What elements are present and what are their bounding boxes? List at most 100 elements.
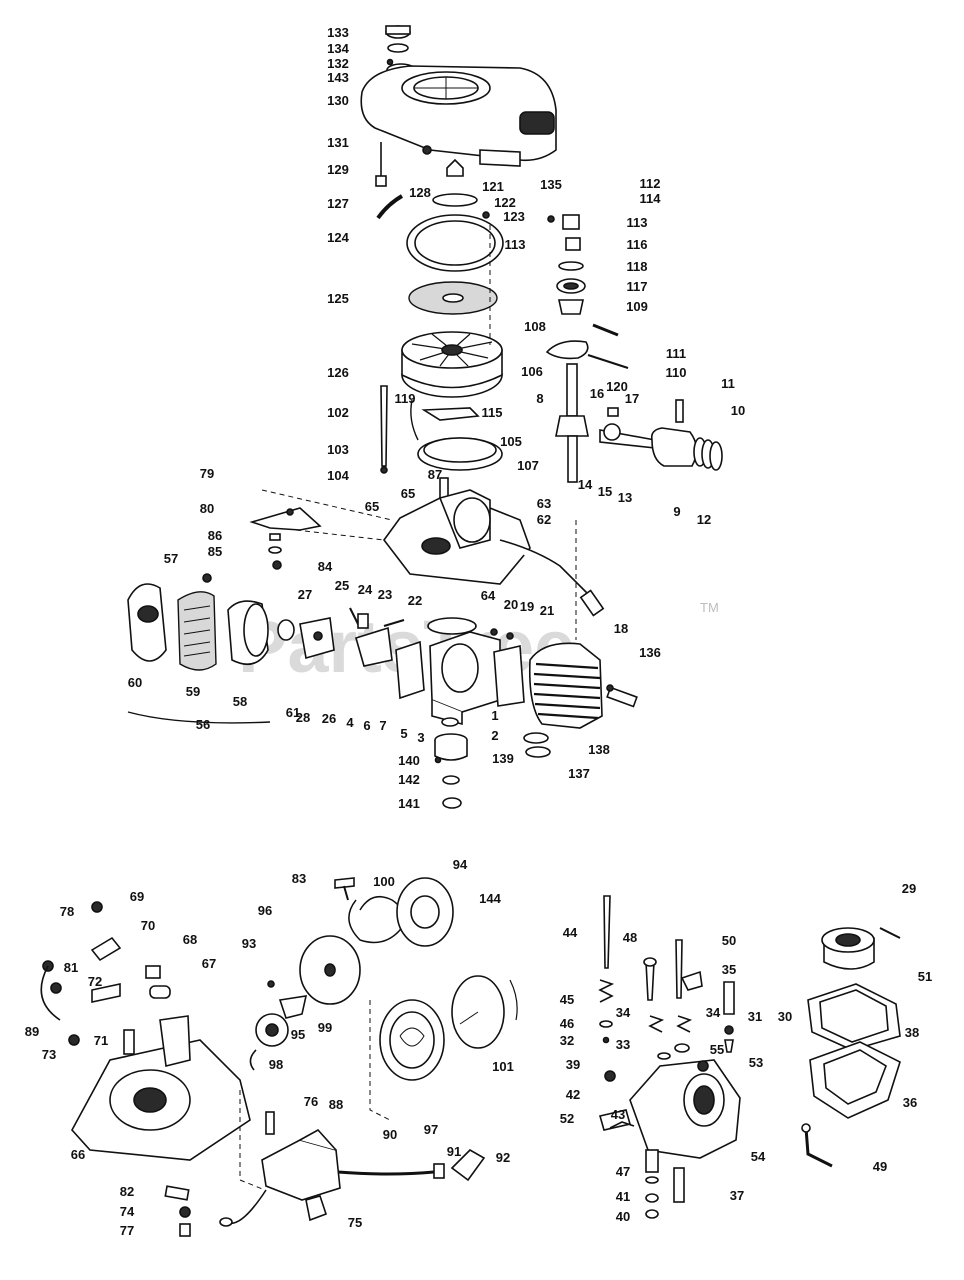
part-number-label: 2 (491, 728, 498, 743)
part-number-label: 85 (208, 544, 222, 559)
part-number-label: 64 (481, 588, 496, 603)
intake-elbow (821, 927, 901, 970)
part-number-label: 107 (517, 458, 539, 473)
bushing (357, 613, 369, 629)
spark-plug-boot (450, 1149, 486, 1182)
gasket (523, 732, 549, 744)
nut (446, 158, 464, 177)
ratchet-gear (255, 1013, 289, 1047)
part-number-label: 66 (71, 1147, 85, 1162)
part-number-label: 40 (616, 1209, 630, 1224)
part-number-label: 1 (491, 708, 498, 723)
part-number-label: 3 (417, 730, 424, 745)
part-number-label: 37 (730, 1188, 744, 1203)
spring-clip (509, 979, 518, 1021)
part-number-label: 105 (500, 434, 522, 449)
part-number-label: 45 (560, 992, 574, 1007)
part-number-label: 20 (504, 597, 518, 612)
watermark-tm: TM (700, 600, 719, 615)
part-number-label: 11 (721, 376, 735, 391)
part-number-label: 126 (327, 365, 349, 380)
part-number-label: 8 (536, 391, 543, 406)
part-number-label: 110 (666, 365, 687, 380)
crankcase-base (71, 1015, 251, 1161)
part-number-label: 113 (505, 237, 526, 252)
part-number-label: 131 (327, 135, 349, 150)
clip (305, 1195, 328, 1222)
part-number-label: 65 (401, 486, 415, 501)
air-cleaner-cover (127, 573, 212, 662)
part-number-label: 21 (540, 603, 554, 618)
part-number-label: 130 (327, 93, 349, 108)
part-number-label: 82 (120, 1184, 134, 1199)
part-number-label: 117 (627, 279, 648, 294)
washer (441, 717, 459, 727)
part-number-label: 38 (905, 1025, 919, 1040)
part-number-label: 120 (606, 379, 628, 394)
screw (422, 145, 432, 155)
part-number-label: 43 (611, 1107, 625, 1122)
part-number-label: 28 (296, 710, 310, 725)
rewind-spring (348, 895, 405, 944)
part-number-label: 41 (616, 1189, 630, 1204)
part-number-label: 58 (233, 694, 247, 709)
part-number-label: 52 (560, 1111, 574, 1126)
part-number-label: 143 (327, 70, 349, 85)
part-number-label: 99 (318, 1020, 332, 1035)
part-number-label: 128 (409, 185, 431, 200)
idle-screw (645, 961, 655, 1001)
part-number-label: 115 (482, 405, 503, 420)
starter-handle (334, 877, 355, 889)
clip (249, 1049, 257, 1071)
part-number-label: 33 (616, 1037, 630, 1052)
part-number-label: 56 (196, 717, 210, 732)
part-number-label: 97 (424, 1122, 438, 1137)
group-bracket (127, 711, 271, 724)
part-number-label: 132 (327, 56, 349, 71)
part-number-label: 60 (128, 675, 142, 690)
part-number-label: 114 (640, 191, 662, 206)
part-number-label: 87 (428, 467, 442, 482)
part-number-label: 24 (358, 582, 373, 597)
part-number-label: 49 (873, 1159, 887, 1174)
part-number-label: 134 (327, 41, 349, 56)
needle (675, 939, 683, 999)
part-number-label: 108 (524, 319, 546, 334)
bushing (149, 985, 171, 999)
part-number-label: 71 (94, 1033, 108, 1048)
part-number-label: 23 (378, 587, 392, 602)
part-number-label: 61 (286, 705, 300, 720)
washer (432, 193, 478, 207)
part-number-label: 94 (453, 857, 468, 872)
part-number-label: 62 (537, 512, 551, 527)
part-number-label: 116 (627, 237, 648, 252)
part-number-label: 81 (64, 960, 78, 975)
part-number-label: 102 (327, 405, 349, 420)
part-number-label: 121 (482, 179, 504, 194)
part-number-label: 57 (164, 551, 178, 566)
part-number-label: 129 (327, 162, 349, 177)
part-number-label: 75 (348, 1215, 362, 1230)
part-number-label: 137 (568, 766, 590, 781)
part-number-label: 36 (903, 1095, 917, 1110)
part-number-label: 35 (722, 962, 736, 977)
screw (265, 1111, 275, 1135)
reed-plate (355, 626, 393, 667)
governor-parts (545, 214, 629, 369)
part-number-label: 141 (398, 796, 420, 811)
bearing-cap (434, 733, 468, 809)
starter-cup (379, 999, 445, 1081)
part-number-label: 34 (706, 1005, 721, 1020)
gasket-ring (406, 214, 504, 272)
screen (408, 281, 498, 315)
part-number-label: 77 (120, 1223, 134, 1238)
part-number-label: 140 (398, 753, 420, 768)
part-number-label: 4 (346, 715, 354, 730)
mixture-needle (723, 981, 735, 1015)
part-number-label: 12 (697, 512, 711, 527)
part-number-label: 142 (398, 772, 420, 787)
part-number-label: 10 (731, 403, 745, 418)
part-number-label: 125 (327, 291, 349, 306)
part-number-label: 44 (563, 925, 578, 940)
part-number-label: 144 (479, 891, 501, 906)
